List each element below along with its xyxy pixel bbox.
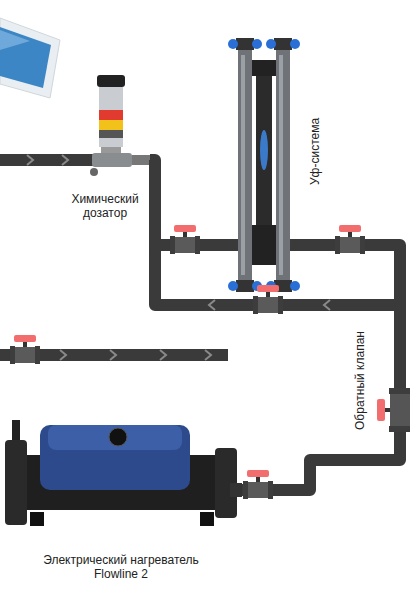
uv-tube-shine [279,55,283,275]
uv-tube [276,50,290,280]
check-valve-body [390,392,410,428]
uv-manifold [250,225,278,265]
heater-foot [200,512,214,526]
heater-foot [30,512,44,526]
ball-valve [243,470,273,499]
uv-manifold [250,60,278,76]
check-valve-handle [377,399,385,421]
uv-cap [290,281,300,291]
ball-valve [335,225,365,254]
pool-rim [0,18,60,98]
node-label: Уф-система [308,118,322,185]
heater-node: Электрический нагреватель Flowline 2 [0,420,242,590]
dosing-base [92,153,132,167]
check-valve [377,388,410,432]
uv-cap [266,39,276,49]
dosing-band [99,110,123,120]
dosing-body [99,87,123,147]
uv-cap [228,281,238,291]
uv-glow [260,130,268,170]
dosing-outlet [132,155,150,165]
dosing-band [99,120,123,130]
heater-knob [109,428,127,446]
check-valve-nut [389,426,410,432]
flow-chevron [209,300,215,310]
uv-system [228,38,300,292]
node-label: Обратный клапан [353,331,367,430]
dosing-cap [97,75,125,87]
uv-cap [228,39,238,49]
dosing-knob [90,168,98,176]
pipe-connector [150,160,225,245]
flow-chevron [60,350,66,360]
uv-cap [290,39,300,49]
check-valve-node: Обратный клапан [345,330,410,440]
ball-valve [253,285,283,314]
node-label: Химический дозатор [62,192,148,220]
uv-tube [238,50,252,280]
uv-tube-shine [241,55,245,275]
ball-valve [170,225,200,254]
pool-water [0,27,51,88]
pipe-connector [325,245,400,330]
heater-housing-top [48,425,182,450]
chemical-dosing-unit [90,75,150,176]
dosing-band [99,130,123,138]
pipe [0,154,96,166]
pool-highlight [0,30,30,50]
uv-fitting [236,280,254,292]
uv-system-node: Уф-система [225,35,325,295]
uv-fitting [274,38,292,50]
uv-cap [252,39,262,49]
flow-chevron [27,155,33,165]
flow-chevron [160,350,166,360]
heater-housing [40,425,190,490]
node-label: Электрический нагреватель Flowline 2 [31,553,211,581]
ball-valve [10,335,40,364]
pool [0,18,60,98]
flow-chevron [324,300,330,310]
check-valve-nut [389,388,410,394]
uv-frame [256,76,272,226]
flow-chevron [110,350,116,360]
uv-fitting [236,38,254,50]
heater-end-cap [5,440,27,525]
electric-heater [5,420,242,526]
flow-chevron [62,155,68,165]
heater-outlet [230,483,242,497]
flow-chevron [205,350,211,360]
pipes [0,155,400,445]
dosing-unit-node: Химический дозатор [60,70,150,230]
